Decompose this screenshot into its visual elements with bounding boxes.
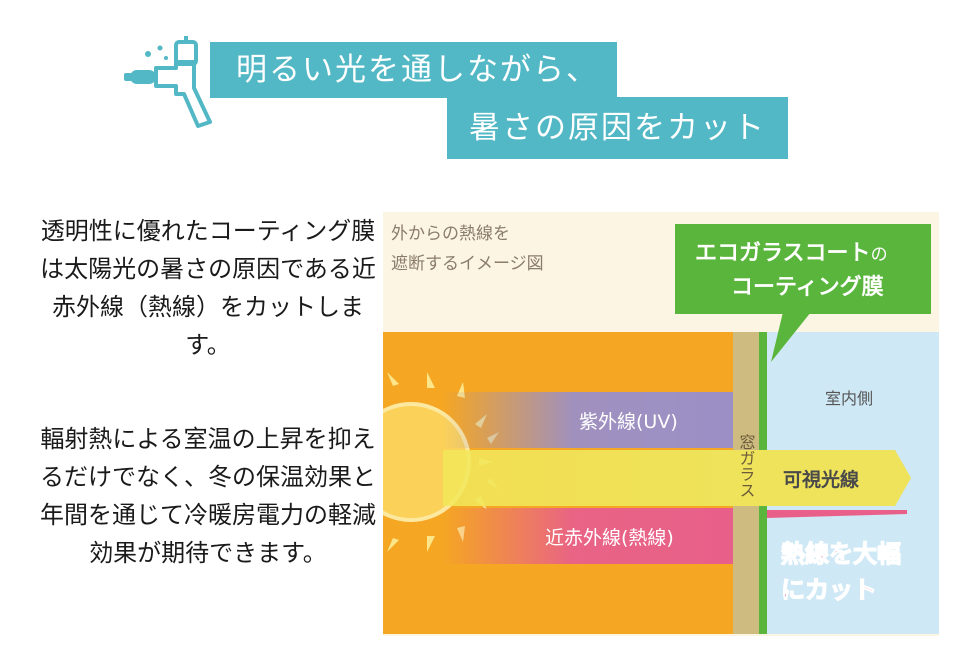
callout-line-2: コーティング膜 xyxy=(731,274,884,300)
callout-line-1-main: エコガラスコート xyxy=(695,241,871,266)
headline-line-1: 明るい光を通しながら、 xyxy=(210,42,617,98)
diagram-caption-line-1: 外からの熱線を xyxy=(391,224,510,244)
nir-ray xyxy=(443,508,733,564)
callout-line-1: エコガラスコートの xyxy=(695,241,888,266)
nir-residual-arrow xyxy=(767,510,907,518)
uv-ray xyxy=(443,392,733,448)
heat-ray-diagram: 外からの熱線を 遮断するイメージ図 エコガラスコートの コーティング膜 室内側 … xyxy=(383,212,939,636)
glass-label: 窓ガラス xyxy=(737,434,756,498)
headline-line-2: 暑さの原因をカット xyxy=(447,97,788,159)
uv-label: 紫外線(UV) xyxy=(579,411,678,433)
nir-label: 近赤外線(熱線) xyxy=(545,527,674,549)
spray-gun-icon xyxy=(124,36,212,128)
description-paragraph-2: 輻射熱による室温の上昇を抑えるだけでなく、冬の保温効果と年間を通じて冷暖房電力の… xyxy=(40,425,376,567)
callout-line-1-suffix: の xyxy=(871,245,888,265)
visible-ray xyxy=(443,450,733,506)
indoor-label: 室内側 xyxy=(825,389,873,408)
visible-label: 可視光線 xyxy=(783,468,859,491)
description-paragraph-1: 透明性に優れたコーティング膜は太陽光の暑さの原因である近赤外線（熱線）をカットし… xyxy=(40,217,376,359)
cut-label-line-1: 熱線を大幅 xyxy=(781,540,901,568)
diagram-caption-line-2: 遮断するイメージ図 xyxy=(391,254,544,274)
cut-label-line-2: にカット xyxy=(781,576,877,604)
coating-callout xyxy=(675,224,931,362)
visible-ray-arrow xyxy=(733,450,911,506)
